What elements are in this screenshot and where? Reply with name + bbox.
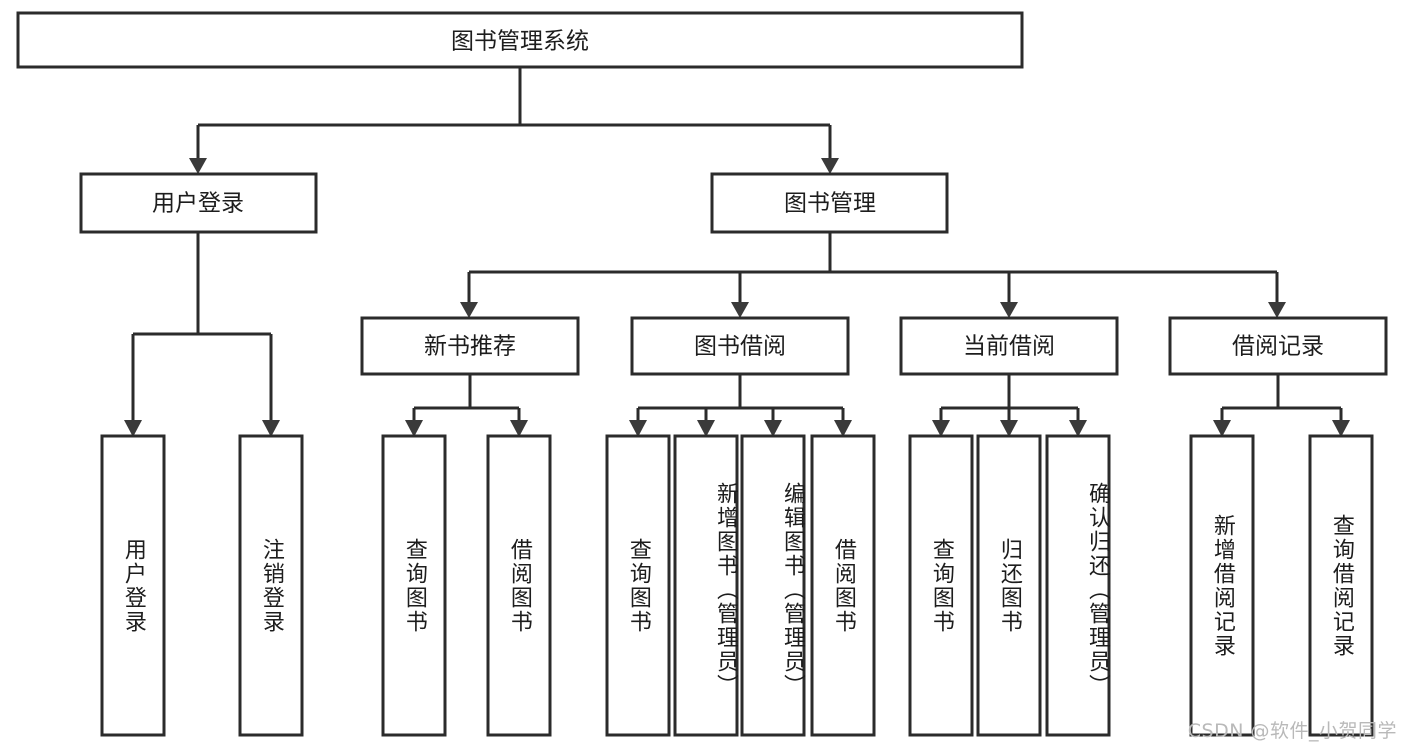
- leaf-box-user-login[interactable]: [100, 434, 166, 737]
- connector-user-login-to-leaves: [124, 232, 280, 437]
- user-login-box[interactable]: [79, 172, 318, 234]
- new-book-recommend-box[interactable]: [360, 316, 580, 376]
- connector-root-to-bus: [189, 67, 839, 174]
- user-login-label: 用户登录: [152, 191, 244, 217]
- arrow-icon: [124, 420, 142, 437]
- node-book-borrow[interactable]: 图书借阅: [630, 316, 850, 376]
- node-borrow-record[interactable]: 借阅记录: [1168, 316, 1388, 376]
- book-manage-label: 图书管理: [784, 191, 876, 217]
- arrow-icon: [510, 420, 528, 437]
- leaf-box-edit-book[interactable]: [740, 434, 806, 737]
- node-current-borrow[interactable]: 当前借阅: [899, 316, 1119, 376]
- node-new-book-recommend[interactable]: 新书推荐: [360, 316, 580, 376]
- current-borrow-box[interactable]: [899, 316, 1119, 376]
- arrow-icon: [1213, 420, 1231, 437]
- arrow-icon: [731, 302, 749, 318]
- node-root[interactable]: 图书管理系统: [16, 11, 1024, 69]
- leaf-box-query-book-1[interactable]: [381, 434, 447, 737]
- connector-book-manage-to-level3: [460, 232, 1286, 318]
- arrow-icon: [834, 420, 852, 437]
- node-user-login[interactable]: 用户登录: [79, 172, 318, 234]
- connector-borrow-record-to-leaves: [1213, 374, 1350, 437]
- leaf-box-confirm-return[interactable]: [1045, 434, 1111, 737]
- watermark: CSDN @软件_小贺同学: [1187, 720, 1397, 742]
- leaf-box-query-record[interactable]: [1308, 434, 1374, 737]
- arrow-icon: [1000, 420, 1018, 437]
- book-borrow-label: 图书借阅: [694, 334, 786, 360]
- arrow-icon: [1268, 302, 1286, 318]
- arrow-icon: [629, 420, 647, 437]
- current-borrow-label: 当前借阅: [963, 334, 1055, 360]
- borrow-record-label: 借阅记录: [1232, 334, 1324, 360]
- leaf-box-query-book-3[interactable]: [908, 434, 974, 737]
- leaf-box-logout-login[interactable]: [238, 434, 304, 737]
- root-label: 图书管理系统: [451, 29, 589, 55]
- arrow-icon: [460, 302, 478, 318]
- leaf-box-borrow-book-2[interactable]: [810, 434, 876, 737]
- root-box[interactable]: [16, 11, 1024, 69]
- connector-book-borrow-to-leaves: [629, 374, 852, 437]
- arrow-icon: [405, 420, 423, 437]
- connector-current-borrow-to-leaves: [932, 374, 1087, 437]
- leaf-box-add-record[interactable]: [1189, 434, 1255, 737]
- arrow-icon: [821, 158, 839, 174]
- arrow-icon: [1069, 420, 1087, 437]
- leaf-box-return-book[interactable]: [976, 434, 1042, 737]
- leaf-box-add-book[interactable]: [673, 434, 739, 737]
- arrow-icon: [189, 158, 207, 174]
- arrow-icon: [1332, 420, 1350, 437]
- leaf-box-borrow-book-1[interactable]: [486, 434, 552, 737]
- node-book-manage[interactable]: 图书管理: [710, 172, 949, 234]
- arrow-icon: [932, 420, 950, 437]
- connector-new-book-recommend-to-leaves: [405, 374, 528, 437]
- new-book-recommend-label: 新书推荐: [424, 334, 516, 360]
- arrow-icon: [262, 420, 280, 437]
- arrow-icon: [1000, 302, 1018, 318]
- arrow-icon: [697, 420, 715, 437]
- leaf-box-query-book-2[interactable]: [605, 434, 671, 737]
- arrow-icon: [764, 420, 782, 437]
